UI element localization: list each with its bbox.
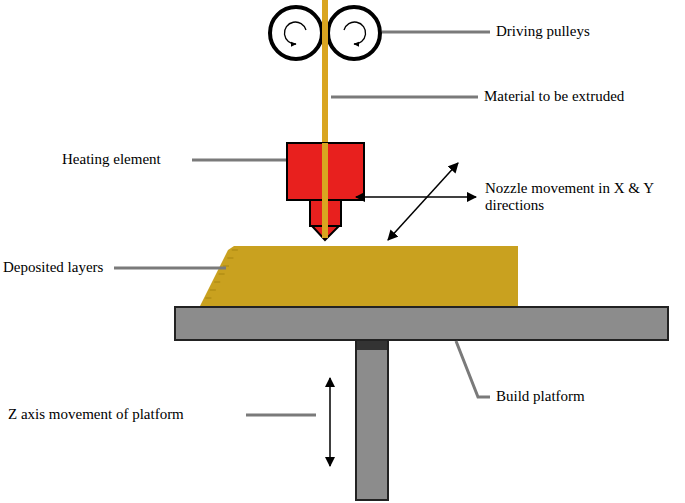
filament <box>322 0 328 238</box>
layer-line <box>223 266 229 267</box>
layer-line <box>214 282 220 283</box>
build-platform <box>175 307 668 500</box>
part-label: Driving pulleys <box>496 23 590 40</box>
layer-line <box>219 274 225 275</box>
heating-element <box>287 143 364 240</box>
layer-line <box>232 250 238 251</box>
part-label: Heating element <box>62 151 161 168</box>
motion-label: Nozzle movement in X & Y directions <box>485 180 677 215</box>
part-label: Build platform <box>496 388 585 405</box>
layer-line <box>210 290 216 291</box>
part-label: Deposited layers <box>3 259 103 276</box>
motion-arrows <box>330 163 476 466</box>
deposited-layers <box>200 246 518 306</box>
filament <box>322 143 328 238</box>
motion-label: Z axis movement of platform <box>8 406 184 423</box>
layer-line <box>227 258 233 259</box>
layer-line <box>205 298 211 299</box>
part-label: Material to be extruded <box>484 88 624 105</box>
leader-lines <box>114 32 490 415</box>
